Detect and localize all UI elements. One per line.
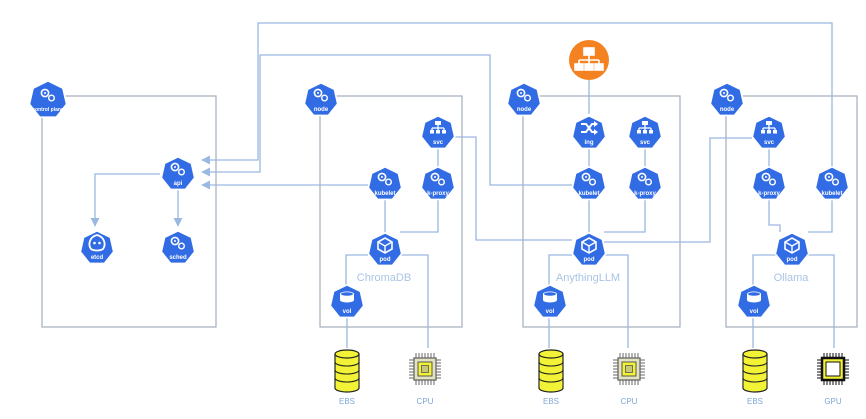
load-balancer-icon bbox=[569, 40, 609, 80]
node-label-1: node bbox=[314, 107, 329, 113]
api-label: api bbox=[174, 181, 183, 187]
edge-pod1-vol1 bbox=[345, 254, 368, 286]
sched-label: sched bbox=[169, 255, 187, 261]
cluster-boxes bbox=[41, 95, 858, 328]
app-name-ollama: Ollama bbox=[774, 272, 810, 284]
sched-icon: sched bbox=[160, 230, 196, 265]
control-plane-box bbox=[41, 95, 217, 328]
etcd-label: etcd bbox=[91, 255, 104, 261]
pod-icon-3: pod bbox=[774, 232, 810, 267]
k-proxy-label-1: k-proxy bbox=[427, 191, 449, 197]
pod-label-3: pod bbox=[787, 257, 798, 263]
edge-kubelet3-pod3 bbox=[808, 200, 833, 233]
vol-icon-3: vol bbox=[736, 284, 772, 319]
control-plane-icon: control plane bbox=[28, 80, 68, 118]
api-icon: api bbox=[160, 156, 196, 191]
edge-kproxy3-pod3 bbox=[768, 198, 781, 232]
vol-icon-1: vol bbox=[329, 284, 365, 319]
connectors bbox=[90, 22, 835, 348]
kubelet-label-2: kubelet bbox=[578, 191, 599, 197]
svc-icon-1: svc bbox=[420, 115, 456, 150]
k-proxy-icon-3: k-proxy bbox=[751, 166, 787, 201]
svc-icon-2: svc bbox=[627, 115, 663, 150]
k8s-components: control plane api etcd sched node svc kubelet k… bbox=[28, 80, 850, 319]
k-proxy-label-2: k-proxy bbox=[634, 191, 656, 197]
pod-icon-2: pod bbox=[571, 232, 607, 267]
node-icon-3: node bbox=[709, 82, 745, 117]
kubelet-label-3: kubelet bbox=[821, 191, 842, 197]
ebs-icon-2 bbox=[538, 349, 564, 393]
edge-kubelet2-api bbox=[201, 54, 575, 186]
svc-label-2: svc bbox=[640, 140, 651, 146]
cpu-chip-icon-2 bbox=[613, 353, 645, 385]
node-label-3: node bbox=[720, 107, 735, 113]
edge-pod2-vol2 bbox=[548, 254, 572, 286]
processor-label-2: CPU bbox=[621, 397, 638, 406]
control-plane-label: control plane bbox=[32, 107, 64, 113]
k-proxy-icon-2: k-proxy bbox=[627, 166, 663, 201]
k-proxy-label-3: k-proxy bbox=[758, 191, 780, 197]
node-box-chromadb bbox=[319, 95, 463, 328]
node-label-2: node bbox=[517, 107, 532, 113]
edge-kproxy2-pod2 bbox=[604, 198, 646, 233]
processor-label-3: GPU bbox=[824, 397, 842, 406]
k-proxy-icon-1: k-proxy bbox=[420, 166, 456, 201]
svc-label-3: svc bbox=[764, 140, 775, 146]
vol-label-2: vol bbox=[546, 309, 555, 315]
vol-label-1: vol bbox=[343, 309, 352, 315]
pod-icon-1: pod bbox=[367, 232, 403, 267]
kubelet-icon-3: kubelet bbox=[814, 166, 850, 201]
hardware-resources bbox=[334, 349, 849, 393]
pod-label-2: pod bbox=[584, 257, 595, 263]
storage-label-2: EBS bbox=[543, 397, 559, 406]
node-box-ollama bbox=[725, 95, 858, 328]
svc-label-1: svc bbox=[433, 140, 444, 146]
edge-pod3-gpu bbox=[808, 254, 835, 348]
kubelet-icon-1: kubelet bbox=[367, 166, 403, 201]
edge-api-etcd bbox=[90, 173, 160, 227]
edge-pod1-cpu1 bbox=[400, 254, 429, 348]
edge-svc1-pod2 bbox=[455, 136, 572, 241]
storage-label-1: EBS bbox=[339, 397, 355, 406]
node-box-anythingllm bbox=[522, 95, 681, 328]
edge-pod2-svc3 bbox=[604, 137, 752, 243]
vol-label-3: vol bbox=[750, 309, 759, 315]
app-name-chromadb: ChromaDB bbox=[357, 272, 411, 284]
edge-pod3-vol3 bbox=[752, 254, 776, 286]
etcd-icon: etcd bbox=[79, 230, 115, 265]
storage-label-3: EBS bbox=[747, 397, 763, 406]
svc-icon-3: svc bbox=[751, 115, 787, 150]
ebs-icon-1 bbox=[334, 349, 360, 393]
edge-kproxy1-pod1 bbox=[400, 198, 439, 233]
app-name-anythingllm: AnythingLLM bbox=[556, 272, 620, 284]
vol-icon-2: vol bbox=[532, 284, 568, 319]
edge-kubelet3-api bbox=[201, 22, 833, 170]
cpu-chip-icon-1 bbox=[409, 353, 441, 385]
ing-label: ing bbox=[585, 140, 594, 146]
gpu-chip-icon bbox=[817, 353, 849, 385]
processor-label-1: CPU bbox=[417, 397, 434, 406]
ebs-icon-3 bbox=[742, 349, 768, 393]
kubelet-icon-2: kubelet bbox=[571, 166, 607, 201]
pod-label-1: pod bbox=[380, 257, 391, 263]
node-icon-2: node bbox=[506, 82, 542, 117]
node-icon-1: node bbox=[303, 82, 339, 117]
ing-icon: ing bbox=[571, 115, 607, 150]
kubelet-label-1: kubelet bbox=[374, 191, 395, 197]
edge-pod2-cpu2 bbox=[604, 254, 629, 348]
